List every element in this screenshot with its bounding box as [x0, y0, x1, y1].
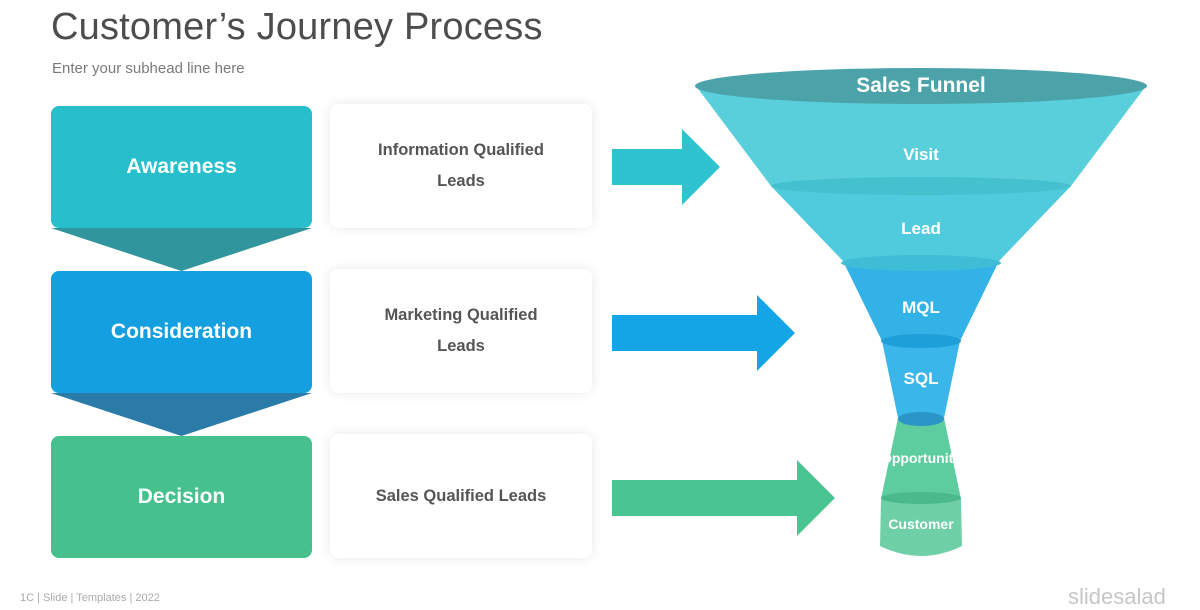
funnel-top	[695, 68, 1147, 104]
funnel-label-lead: Lead	[901, 219, 941, 238]
page-subtitle: Enter your subhead line here	[52, 60, 245, 77]
funnel-label-sql: SQL	[903, 369, 939, 388]
stage-consideration: Consideration	[51, 271, 312, 393]
card-marketing-qualified-leads: Marketing Qualified Leads	[330, 269, 592, 393]
card-sales-qualified-leads: Sales Qualified Leads	[330, 434, 592, 558]
funnel-title: Sales Funnel	[856, 74, 986, 97]
funnel-label-customer: Customer	[888, 516, 954, 532]
page-title: Customer’s Journey Process	[51, 6, 543, 48]
stage-decision-label: Decision	[137, 485, 226, 508]
stage-connector-2	[51, 393, 312, 436]
stage-awareness-label: Awareness	[126, 155, 237, 178]
funnel-label-opportunity: Opportunity	[880, 450, 962, 466]
arrow-right-icon-2	[612, 295, 795, 371]
stage-awareness: Awareness	[51, 106, 312, 228]
stage-connector-1	[51, 228, 312, 271]
card-text-2: Marketing Qualified Leads	[384, 306, 538, 355]
card-information-qualified-leads: Information Qualified Leads	[330, 104, 592, 228]
footer-logo: slidesalad	[1068, 584, 1166, 609]
stage-decision: Decision	[51, 436, 312, 558]
card-text-1: Information Qualified Leads	[378, 141, 544, 190]
sales-funnel	[695, 68, 1147, 556]
funnel-label-mql: MQL	[902, 298, 940, 317]
card-text-3: Sales Qualified Leads	[375, 486, 547, 505]
arrow-right-icon-1	[612, 129, 720, 205]
footer-copyright: 1C | Slide | Templates | 2022	[20, 592, 160, 604]
stage-consideration-label: Consideration	[110, 320, 253, 343]
arrow-right-icon-3	[612, 460, 835, 536]
funnel-label-visit: Visit	[903, 145, 939, 164]
